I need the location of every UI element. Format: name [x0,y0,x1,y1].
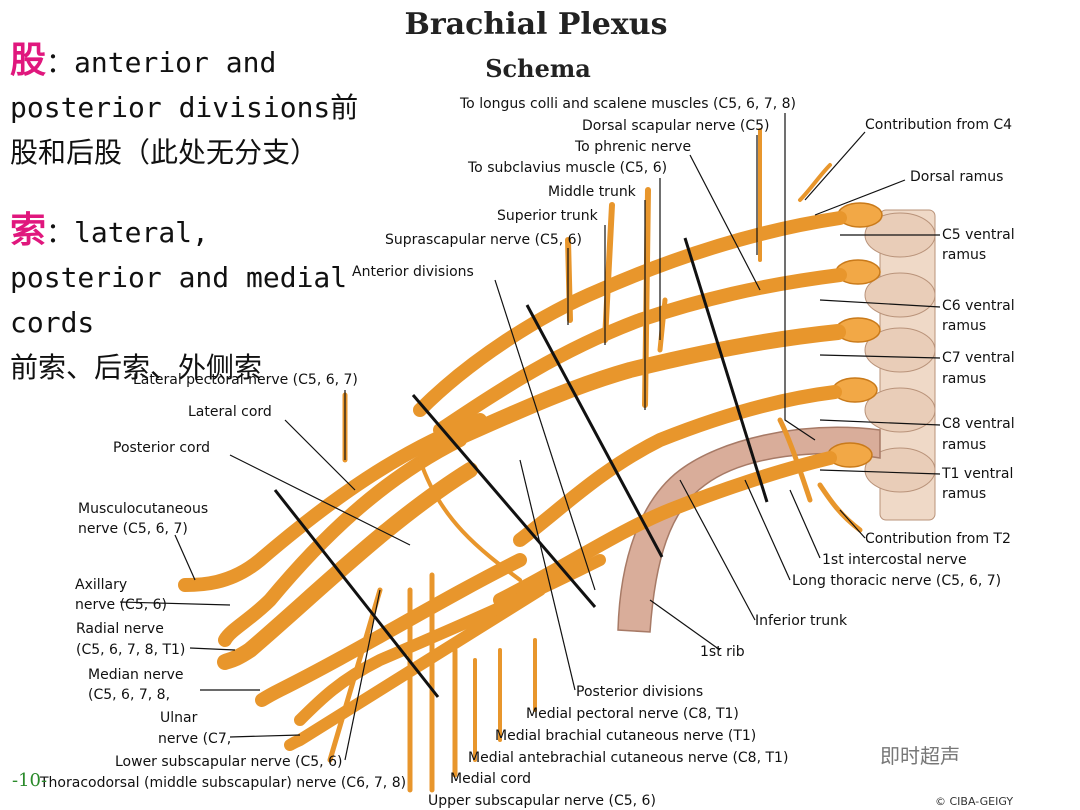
cords-note-line3: cords [10,306,95,339]
label-medial-cord: Medial cord [450,771,531,787]
label-anterior-divisions: Anterior divisions [352,264,474,280]
label-c6-ramus-2: ramus [942,318,986,334]
label-musculocutaneous-2: nerve (C5, 6, 7) [78,521,188,537]
label-c7-ramus: C7 ventral [942,350,1015,366]
diagram-labels: To longus colli and scalene muscles (C5,… [39,96,1015,809]
division-lines [273,237,769,698]
label-suprascapular: Suprascapular nerve (C5, 6) [385,232,582,248]
label-intercostal: 1st intercostal nerve [822,552,967,568]
label-ulnar-2: nerve (C7, [158,731,231,747]
label-c6-ramus: C6 ventral [942,298,1015,314]
label-subclavius: To subclavius muscle (C5, 6) [467,160,667,176]
first-rib [617,426,881,633]
spinal-ganglia [827,202,883,468]
watermark: 即时超声 [880,744,960,768]
divisions-note-line2: posterior divisions前 [10,91,359,124]
label-posterior-divisions: Posterior divisions [576,684,703,700]
label-axillary-2: nerve (C5, 6) [75,597,167,613]
label-middle-trunk: Middle trunk [548,184,637,200]
label-posterior-cord: Posterior cord [113,440,210,456]
label-first-rib: 1st rib [700,644,745,660]
label-t1-ramus-2: ramus [942,486,986,502]
label-c7-ramus-2: ramus [942,371,986,387]
label-c5-ramus-2: ramus [942,247,986,263]
label-ulnar: Ulnar [160,710,198,726]
label-longus-colli: To longus colli and scalene muscles (C5,… [459,96,796,112]
divisions-separator: ： [46,46,75,79]
label-c8-ramus: C8 ventral [942,416,1015,432]
diagram-subtitle: Schema [485,54,591,83]
divisions-key: 股 [10,39,47,81]
label-contribution-c4: Contribution from C4 [865,117,1012,133]
cords-note-line1: 索：lateral, [10,208,347,255]
label-medial-antebrachial: Medial antebrachial cutaneous nerve (C8,… [468,750,788,766]
label-long-thoracic: Long thoracic nerve (C5, 6, 7) [792,573,1001,589]
label-median-2: (C5, 6, 7, 8, [88,687,170,703]
label-dorsal-scapular: Dorsal scapular nerve (C5) [582,118,770,134]
label-medial-brachial: Medial brachial cutaneous nerve (T1) [495,728,756,744]
label-lateral-pectoral: Lateral pectoral nerve (C5, 6, 7) [133,372,358,388]
divisions-text-1: anterior and [74,46,277,79]
cords-note-line4: 前索、后索、外侧索 [10,351,263,384]
label-dorsal-ramus: Dorsal ramus [910,169,1003,185]
label-radial-2: (C5, 6, 7, 8, T1) [76,642,185,658]
label-contribution-t2: Contribution from T2 [865,531,1011,547]
label-thoracodorsal: Thoracodorsal (middle subscapular) nerve… [39,775,406,791]
label-lateral-cord: Lateral cord [188,404,272,420]
label-phrenic: To phrenic nerve [574,139,691,155]
leader-lines [119,113,941,761]
cords-key: 索 [10,209,47,251]
cords-note-line2: posterior and medial [10,261,348,294]
label-c5-ramus: C5 ventral [942,227,1015,243]
page-number: -10- [12,770,48,791]
divisions-note-line1: 股：anterior and [10,38,358,85]
label-axillary: Axillary [75,577,127,593]
copyright: © CIBA-GEIGY [935,795,1014,808]
label-inferior-trunk: Inferior trunk [755,613,848,629]
diagram-title: Brachial Plexus [405,7,668,42]
cords-note: 索：lateral, posterior and medial cords 前索… [10,208,347,390]
label-median: Median nerve [88,667,184,683]
cords-separator: ： [46,216,75,249]
label-radial: Radial nerve [76,621,164,637]
label-t1-ramus: T1 ventral [941,466,1013,482]
label-lower-subscapular: Lower subscapular nerve (C5, 6) [115,754,342,770]
divisions-note: 股：anterior and posterior divisions前 股和后股… [10,38,358,175]
label-superior-trunk: Superior trunk [497,208,599,224]
label-upper-subscapular: Upper subscapular nerve (C5, 6) [428,793,656,809]
label-c8-ramus-2: ramus [942,437,986,453]
label-musculocutaneous: Musculocutaneous [78,501,208,517]
cords-text-1: lateral, [74,216,209,249]
divisions-note-line3: 股和后股（此处无分支） [10,136,319,169]
label-medial-pectoral: Medial pectoral nerve (C8, T1) [526,706,739,722]
